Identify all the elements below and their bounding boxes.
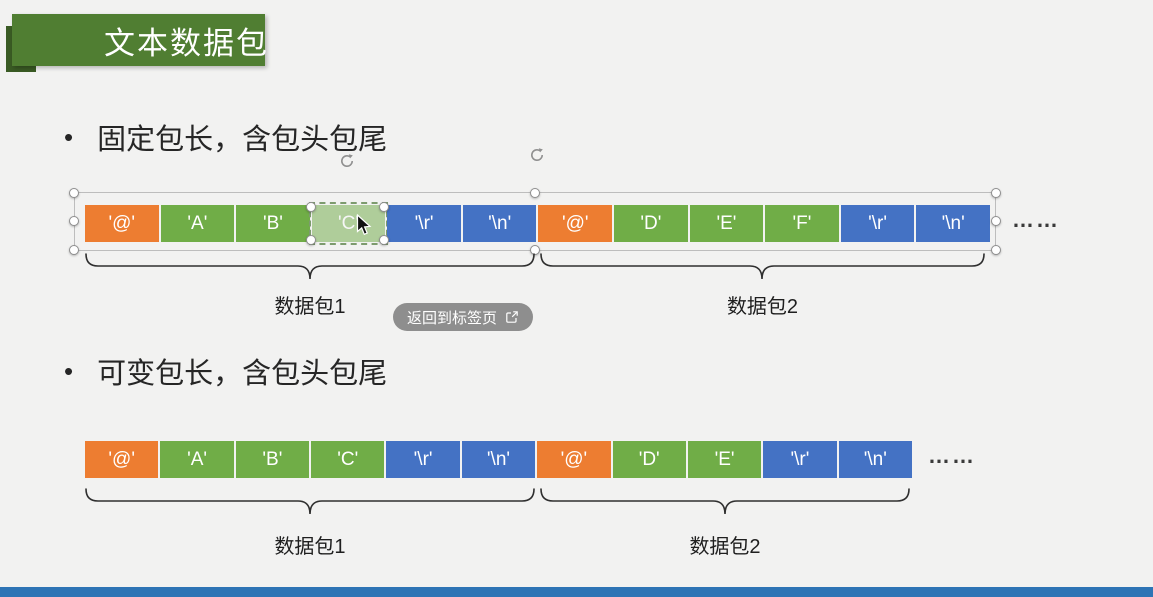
byte-cell[interactable]: '@' xyxy=(537,441,611,478)
brace-row2-packet1 xyxy=(85,488,535,515)
byte-cell[interactable]: 'D' xyxy=(612,441,686,478)
selection-bounding-box[interactable] xyxy=(74,192,996,251)
footer-bar xyxy=(0,587,1153,597)
row2-ellipsis: …… xyxy=(928,443,976,468)
packet2-label-row2: 数据包2 xyxy=(689,536,761,558)
byte-cell[interactable]: 'B' xyxy=(236,205,310,242)
cell-resize-handle-bottom-left[interactable] xyxy=(306,235,316,245)
byte-cell[interactable]: 'F' xyxy=(765,205,839,242)
resize-handle-top-center[interactable] xyxy=(530,188,540,198)
row1-ellipsis: …… xyxy=(1012,207,1060,232)
page-title: 文本数据包 xyxy=(104,25,269,61)
byte-cell-selected[interactable]: 'C' xyxy=(308,202,389,245)
cell-resize-handle-top-right[interactable] xyxy=(379,202,389,212)
packet1-label-row2: 数据包1 xyxy=(274,536,346,558)
title-banner-main: 文本数据包 xyxy=(12,14,267,66)
byte-cell[interactable]: 'E' xyxy=(689,205,764,242)
byte-cell[interactable]: '\r' xyxy=(840,205,915,242)
return-to-tab-label: 返回到标签页 xyxy=(407,309,498,327)
byte-cell[interactable]: '\n' xyxy=(461,441,536,478)
byte-cell[interactable]: 'A' xyxy=(160,441,234,478)
bullet-variable-length: • 可变包长，含包头包尾 xyxy=(64,350,387,392)
byte-cell[interactable]: '@' xyxy=(85,205,159,242)
cell-resize-handle-bottom-right[interactable] xyxy=(379,235,389,245)
byte-row-variable: '@''A''B''C''\r''\n''@''D''E''\r''\n' xyxy=(85,441,912,478)
byte-cell[interactable]: 'D' xyxy=(614,205,688,242)
byte-cell[interactable]: 'E' xyxy=(687,441,762,478)
byte-row-fixed: '@''A''B''C''\r''\n''@''D''E''F''\r''\n' xyxy=(85,202,990,245)
byte-cell[interactable]: '\n' xyxy=(838,441,912,478)
byte-cell[interactable]: '\n' xyxy=(462,205,537,242)
byte-cell[interactable]: 'C' xyxy=(311,441,385,478)
bullet-fixed-length: • 固定包长，含包头包尾 xyxy=(64,116,387,158)
external-link-icon xyxy=(506,311,518,323)
resize-handle-bottom-center[interactable] xyxy=(530,245,540,255)
byte-cell[interactable]: '@' xyxy=(85,441,159,478)
byte-cell[interactable]: 'B' xyxy=(235,441,310,478)
cell-resize-handle-top-left[interactable] xyxy=(306,202,316,212)
byte-cell[interactable]: '\r' xyxy=(386,441,460,478)
brace-row2-packet2 xyxy=(540,488,910,515)
mouse-cursor xyxy=(356,214,372,236)
group-rotate-handle-icon[interactable] xyxy=(528,146,546,164)
cell-rotate-handle-icon[interactable] xyxy=(338,152,356,170)
byte-cell[interactable]: '\n' xyxy=(916,205,990,242)
byte-cell[interactable]: '\r' xyxy=(763,441,837,478)
byte-cell[interactable]: 'A' xyxy=(160,205,235,242)
resize-handle-mid-left[interactable] xyxy=(69,216,79,226)
packet2-label-row1: 数据包2 xyxy=(726,296,799,318)
resize-handle-top-right[interactable] xyxy=(991,188,1001,198)
bullet-dot: • xyxy=(64,121,74,152)
byte-cell[interactable]: '\r' xyxy=(387,205,461,242)
resize-handle-top-left[interactable] xyxy=(69,188,79,198)
bullet-dot: • xyxy=(64,355,74,386)
resize-handle-bottom-right[interactable] xyxy=(991,245,1001,255)
bullet-text: 可变包长，含包头包尾 xyxy=(97,358,388,390)
brace-row1-packet2 xyxy=(540,253,985,280)
resize-handle-mid-right[interactable] xyxy=(991,216,1001,226)
return-to-tab-button[interactable]: 返回到标签页 xyxy=(393,303,534,331)
bullet-text: 固定包长，含包头包尾 xyxy=(97,124,388,156)
brace-row1-packet1 xyxy=(85,253,535,280)
resize-handle-bottom-left[interactable] xyxy=(69,245,79,255)
byte-cell[interactable]: '@' xyxy=(538,205,613,242)
packet1-label-row1: 数据包1 xyxy=(274,296,346,318)
